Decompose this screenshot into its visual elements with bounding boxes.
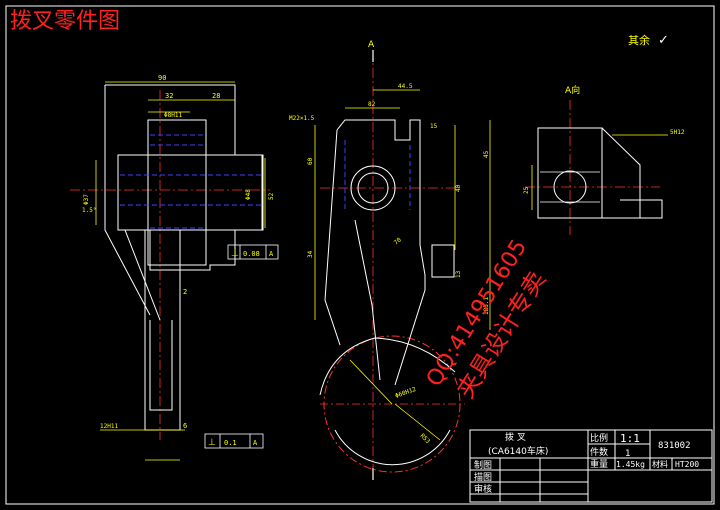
tb-material-label: 材料 [652,459,668,469]
dim-m22: M22×1.5 [289,115,315,122]
tb-weight-value: 1.45kg [616,460,645,469]
fork-arc-lower [334,429,451,466]
left-boss [147,119,207,266]
middle-slot [431,244,455,278]
tb-checked: 审核 [474,483,492,495]
middle-boss-outer [350,165,396,211]
dim-44-5: 44.5 [398,83,413,90]
dim-phi60: Φ60H12 [394,386,417,400]
dim-13: 13 [455,270,462,278]
dim-6: 6 [183,422,187,430]
tb-scale-label: 比例 [590,432,608,444]
middle-outline-left [324,129,341,346]
tb-material-value: HT200 [675,460,699,469]
middle-arm-line [354,219,381,381]
dim-40: 40 [455,184,462,192]
roughness-note: 其余 [628,33,650,47]
tb-designed: 描图 [474,471,492,483]
tb-machine: (CA6140车床) [488,445,548,457]
svg-text:0.1: 0.1 [224,439,237,447]
middle-bore [357,172,389,204]
right-view [525,100,668,235]
dim-90: 90 [158,74,166,82]
dim-60: 60 [307,157,314,165]
drawing-title: 拨叉零件图 [10,9,120,34]
dim-1-5deg: 1.5° [82,207,96,214]
svg-text:A: A [253,439,258,447]
tolerance-frame-1: ⊥ 0.08 A [227,244,279,260]
dim-185: 185.1 [483,297,490,315]
dim-45: 45 [483,150,490,158]
perpendicular-icon: ⊥ [231,249,239,259]
dim-r53: R53 [419,432,432,445]
svg-text:0.08: 0.08 [243,250,260,258]
middle-outline [336,119,426,386]
left-view [70,81,270,461]
dim-25: 25 [523,186,530,194]
tb-drawn: 制图 [474,459,492,471]
tb-scale-value: 1:1 [620,432,640,445]
left-hub [117,154,264,231]
dim-5h12: 5H12 [670,129,685,136]
dim-28: 28 [212,92,220,100]
dim-8h11: Φ8H11 [164,112,182,119]
left-arm-inner [149,320,173,411]
fork-arc-upper [319,337,456,396]
tb-part-name: 拨 叉 [505,431,526,443]
dim-52: 52 [268,192,275,200]
title-block [469,429,713,503]
svg-text:A: A [269,250,274,258]
middle-view [314,50,491,480]
dim-70: 70 [393,236,403,246]
tb-weight-label: 重量 [590,458,608,470]
tolerance-frame-2: ⊥ 0.1 A [204,433,264,449]
dim-15: 15 [430,123,438,130]
dim-34: 34 [307,250,314,258]
dim-2: 2 [183,288,187,296]
dim-82: 82 [368,101,376,108]
dim-32: 32 [165,92,173,100]
right-flange [601,127,641,219]
drawing-border [5,5,715,505]
dim-48: Φ48 [245,189,252,200]
left-outline-2 [104,85,151,316]
tb-drawing-no: 831002 [658,441,691,451]
roughness-check-icon: ✓ [658,33,669,48]
view-label-a: A向 [565,84,580,96]
tb-qty-label: 件数 [590,446,608,458]
dim-37: Φ37 [83,194,90,205]
right-bore [553,170,587,204]
dim-12h11: 12H11 [100,423,118,430]
right-body [537,127,603,219]
tb-qty-value: 1 [625,449,630,459]
perpendicular-icon-2: ⊥ [208,438,216,448]
section-label-top: A [368,40,375,50]
